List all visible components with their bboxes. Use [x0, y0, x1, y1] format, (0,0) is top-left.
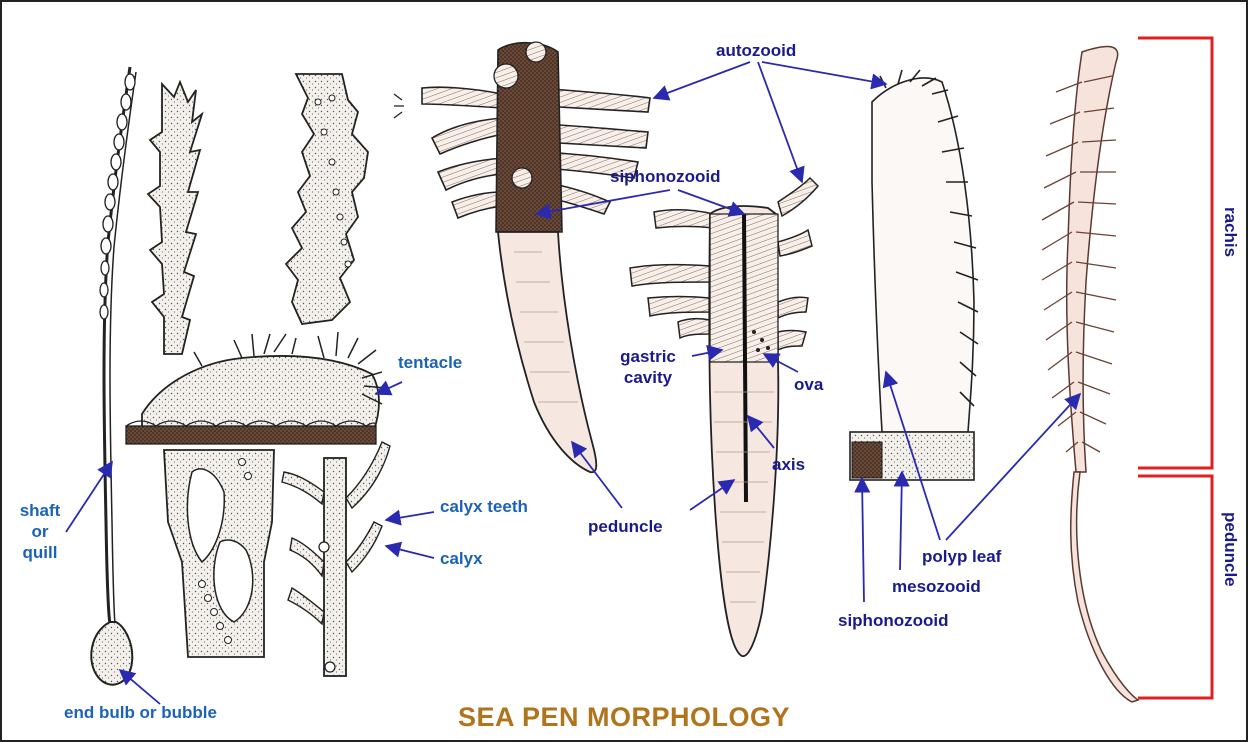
arrow-siphonozooid-3	[862, 478, 864, 602]
gastric-label-line-2: cavity	[606, 367, 690, 388]
peduncle-label-middle: peduncle	[588, 516, 663, 537]
shaft-label-line-3: quill	[12, 542, 68, 563]
gastric-label-line-1: gastric	[606, 346, 690, 367]
arrow-autozooid-1	[654, 62, 750, 98]
calyx-column-drawing	[286, 74, 368, 324]
autozooid-label: autozooid	[716, 40, 796, 61]
polyp-leaf-label: polyp leaf	[922, 546, 1001, 567]
arrow-calyx	[386, 546, 434, 558]
branch-fragment-drawing	[148, 82, 202, 354]
rachis-peduncle-brackets	[1138, 38, 1212, 698]
diagram-title: SEA PEN MORPHOLOGY	[2, 702, 1246, 733]
polyp-leaf-drawing	[850, 70, 978, 480]
siphonozooid-label-bottom: siphonozooid	[838, 610, 948, 631]
calyx-section-drawing	[164, 450, 274, 657]
arrow-mesozooid	[900, 472, 902, 570]
arrow-end-bulb	[120, 670, 160, 704]
calyx-branch-drawing	[282, 442, 390, 676]
gastric-cavity-label: gastric cavity	[606, 346, 690, 388]
peduncle-bracket	[1138, 476, 1212, 698]
shaft-label-line-1: shaft	[12, 500, 68, 521]
siphonozooid-label-top: siphonozooid	[610, 166, 720, 187]
axis-label: axis	[772, 454, 805, 475]
sea-pen-section-drawing	[630, 178, 818, 656]
sea-pen-colony-drawing	[394, 42, 650, 472]
shaft-label: shaft or quill	[12, 500, 68, 563]
calyx-label: calyx	[440, 548, 483, 569]
peduncle-label-right: peduncle	[1220, 512, 1240, 587]
shaft-label-line-2: or	[12, 521, 68, 542]
quill-colony-drawing	[91, 67, 136, 685]
mesozooid-label: mesozooid	[892, 576, 981, 597]
calyx-teeth-label: calyx teeth	[440, 496, 528, 517]
arrow-autozooid-3	[762, 62, 886, 84]
rachis-label: rachis	[1220, 207, 1240, 257]
ova-label: ova	[794, 374, 823, 395]
arrow-peduncle-1	[572, 442, 622, 508]
sea-pen-full-drawing	[1042, 47, 1138, 702]
arrow-autozooid-2	[758, 62, 802, 182]
rachis-bracket	[1138, 38, 1212, 468]
tentacle-label: tentacle	[398, 352, 462, 373]
arrow-calyx-teeth	[386, 512, 434, 520]
